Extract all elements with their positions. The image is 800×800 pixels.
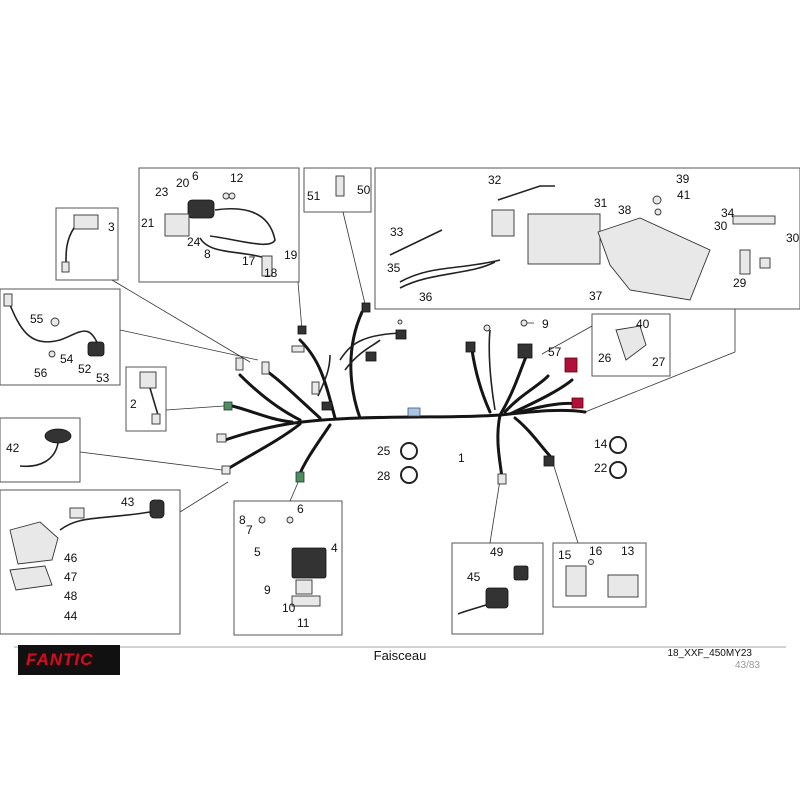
label-23: 23 bbox=[155, 185, 169, 199]
label-9b: 9 bbox=[264, 583, 271, 597]
page-title: Faisceau bbox=[373, 648, 427, 663]
label-21: 21 bbox=[141, 216, 155, 230]
label-6: 6 bbox=[192, 169, 199, 183]
label-34: 34 bbox=[721, 206, 735, 220]
label-19: 19 bbox=[284, 248, 298, 262]
label-30: 30 bbox=[714, 219, 728, 233]
part-numbers: 1 2 3 4 5 6 6 7 8 8 9 9 10 11 12 13 14 1… bbox=[6, 169, 800, 630]
label-31: 31 bbox=[594, 196, 608, 210]
document-reference: 18_XXF_450MY23 bbox=[667, 648, 752, 659]
label-27: 27 bbox=[652, 355, 666, 369]
label-49: 49 bbox=[490, 545, 504, 559]
label-39: 39 bbox=[676, 172, 690, 186]
label-10: 10 bbox=[282, 601, 296, 615]
brand-name: FANTIC bbox=[26, 650, 94, 669]
label-57: 57 bbox=[548, 345, 562, 359]
label-32: 32 bbox=[488, 173, 502, 187]
label-41: 41 bbox=[677, 188, 691, 202]
label-51: 51 bbox=[307, 189, 321, 203]
label-38: 38 bbox=[618, 203, 632, 217]
label-3: 3 bbox=[108, 220, 115, 234]
label-22: 22 bbox=[594, 461, 608, 475]
label-6b: 6 bbox=[297, 502, 304, 516]
label-18: 18 bbox=[264, 266, 278, 280]
label-30b: 30 bbox=[786, 231, 800, 245]
label-53: 53 bbox=[96, 371, 110, 385]
label-36: 36 bbox=[419, 290, 433, 304]
connector-red bbox=[571, 397, 584, 409]
label-20: 20 bbox=[176, 176, 190, 190]
label-2: 2 bbox=[130, 397, 137, 411]
label-11: 11 bbox=[297, 616, 310, 630]
label-40: 40 bbox=[636, 317, 650, 331]
label-15: 15 bbox=[558, 548, 572, 562]
label-9: 9 bbox=[542, 317, 549, 331]
connector-blue bbox=[407, 407, 421, 417]
label-5: 5 bbox=[254, 545, 261, 559]
box-sensor-55 bbox=[0, 288, 121, 386]
leader-lines bbox=[79, 211, 736, 544]
label-12: 12 bbox=[230, 171, 244, 185]
label-46: 46 bbox=[64, 551, 78, 565]
label-52: 52 bbox=[78, 362, 92, 376]
connector-green bbox=[223, 401, 233, 411]
label-7: 7 bbox=[246, 523, 253, 537]
label-1: 1 bbox=[458, 451, 465, 465]
label-26: 26 bbox=[598, 351, 612, 365]
label-50: 50 bbox=[357, 183, 371, 197]
label-14: 14 bbox=[594, 437, 608, 451]
label-17: 17 bbox=[242, 254, 256, 268]
box-part-42 bbox=[0, 417, 81, 483]
label-16: 16 bbox=[589, 544, 603, 558]
label-35: 35 bbox=[387, 261, 401, 275]
label-8: 8 bbox=[204, 247, 211, 261]
label-33: 33 bbox=[390, 225, 404, 239]
label-29: 29 bbox=[733, 276, 747, 290]
label-4: 4 bbox=[331, 541, 338, 555]
label-28: 28 bbox=[377, 469, 391, 483]
part-drawings bbox=[3, 175, 776, 615]
label-45: 45 bbox=[467, 570, 481, 584]
label-47: 47 bbox=[64, 570, 78, 584]
label-8b: 8 bbox=[239, 513, 246, 527]
label-25: 25 bbox=[377, 444, 391, 458]
label-48: 48 bbox=[64, 589, 78, 603]
brand-logo: FANTIC bbox=[18, 645, 120, 675]
label-13: 13 bbox=[621, 544, 635, 558]
label-56: 56 bbox=[34, 366, 48, 380]
label-44: 44 bbox=[64, 609, 78, 623]
label-54: 54 bbox=[60, 352, 74, 366]
harness-connectors bbox=[216, 302, 584, 485]
connector-red bbox=[564, 357, 578, 373]
label-37: 37 bbox=[589, 289, 603, 303]
label-24: 24 bbox=[187, 235, 201, 249]
label-42: 42 bbox=[6, 441, 20, 455]
label-43: 43 bbox=[121, 495, 135, 509]
page-number: 43/83 bbox=[734, 660, 760, 671]
label-55: 55 bbox=[30, 312, 44, 326]
connector-green bbox=[295, 471, 305, 483]
